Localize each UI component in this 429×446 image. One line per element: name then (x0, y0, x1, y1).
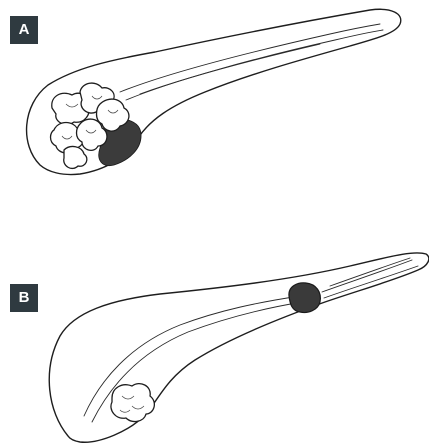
impacted-stone-b (289, 283, 320, 313)
cystic-duct-a-lower (126, 30, 383, 100)
gallbladder-a (27, 9, 401, 174)
duct-b-neck-2 (324, 266, 418, 298)
duct-b-neck-1 (322, 260, 412, 292)
duct-b-neck-3 (330, 258, 410, 286)
stone-b-1 (111, 384, 154, 422)
gallbladder-b (49, 253, 429, 442)
cystic-duct-a-upper (120, 24, 380, 92)
cystic-duct-a-inner (140, 44, 320, 94)
stone-a-6 (64, 147, 87, 169)
